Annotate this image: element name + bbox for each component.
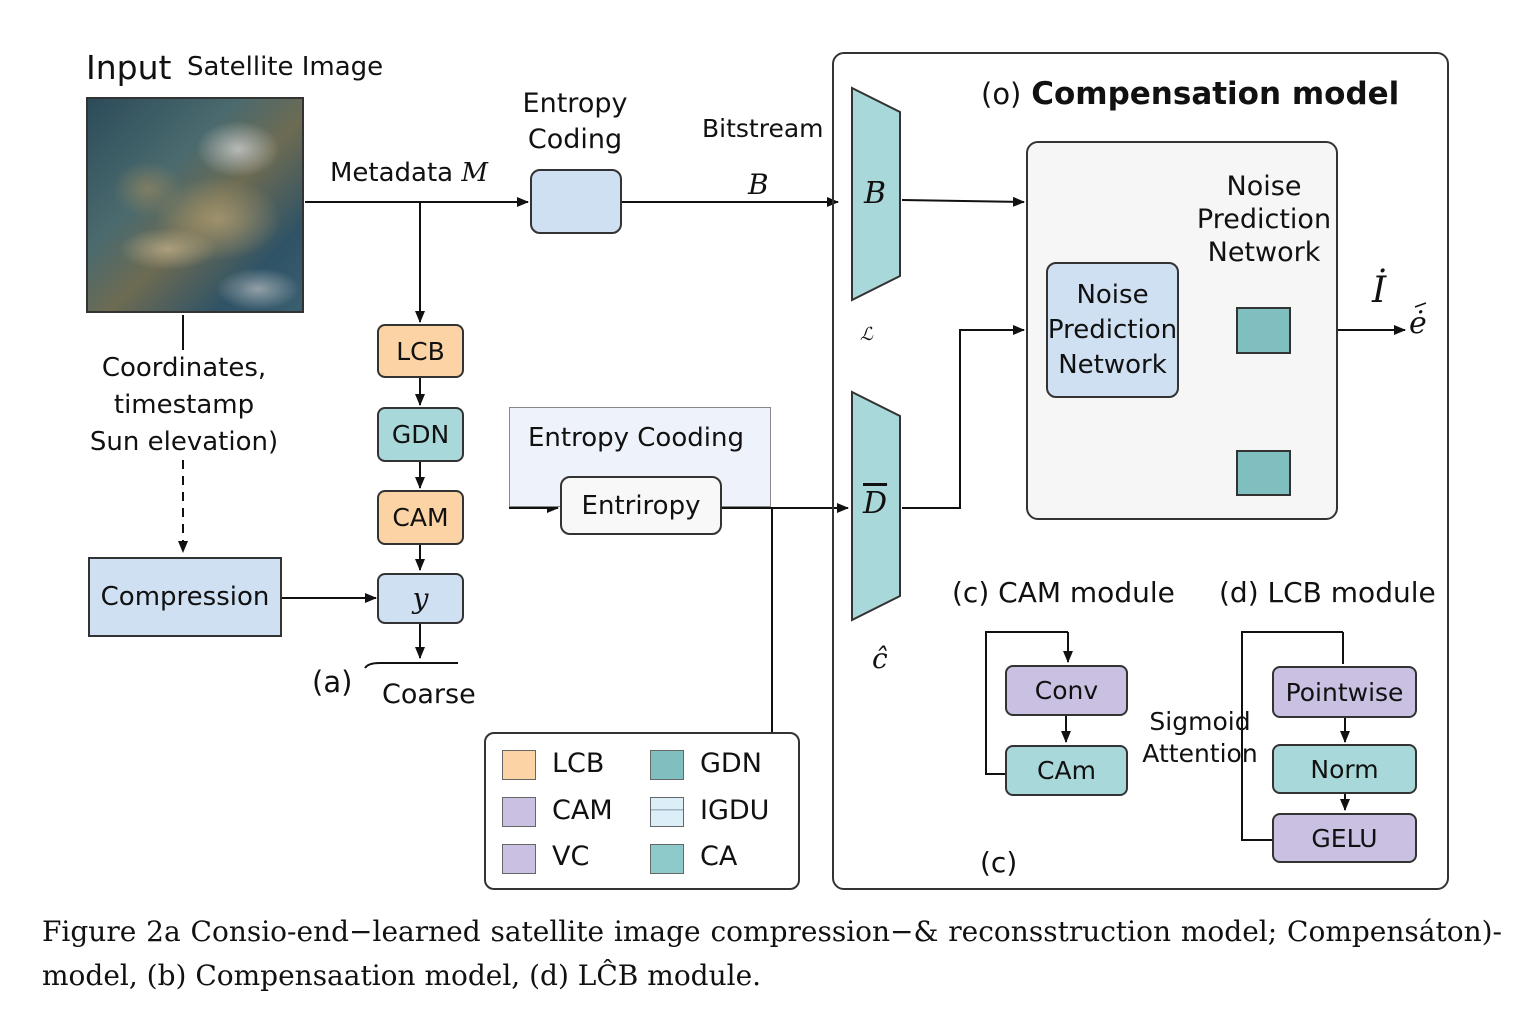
conv-box: Conv [1005, 665, 1128, 716]
npn-title: Noise Prediction Network [1196, 171, 1332, 268]
metadata-label: Metadata M [330, 158, 489, 188]
lcb-module-title: (d) LCB module [1219, 576, 1436, 609]
input-subtitle: Satellite Image [187, 52, 384, 82]
gelu-box: GELU [1272, 813, 1417, 863]
cam-module-title: (c) CAM module [952, 576, 1175, 609]
caption-line-1: Figure 2a Consio-end−learned satellite i… [42, 915, 1502, 948]
legend-swatch-lcb [502, 750, 536, 780]
legend-label-lcb: LCB [552, 748, 605, 779]
legend-swatch-cam [502, 797, 536, 827]
npn-box: Noise Prediction Network [1046, 262, 1179, 398]
entriropy-box: Entriropy [560, 476, 722, 535]
entropy-coding-box [530, 169, 622, 234]
legend-label-cam: CAM [552, 795, 613, 826]
cam-module-box: CAm [1005, 745, 1128, 796]
small-glyph: ℒ [860, 324, 873, 345]
compensation-panel [832, 52, 1449, 890]
norm-box: Norm [1272, 744, 1417, 794]
input-title: Input [86, 48, 172, 87]
decoder-d-symbol: D [863, 486, 888, 521]
output-symbol-2: ė [1409, 306, 1427, 341]
coords-label: Coordinates, timestamp Sun elevation) [89, 353, 279, 457]
caption-line-2: model, (b) Compensaation model, (d) LĈB … [42, 959, 762, 992]
pointwise-box: Pointwise [1272, 666, 1417, 718]
compensation-title: (o) Compensation model [981, 76, 1400, 112]
bitstream-symbol: B [748, 168, 769, 201]
lcb-box: LCB [377, 324, 464, 378]
legend-label-ca: CA [700, 841, 738, 872]
decoder-trapezoid-d [851, 390, 901, 622]
output-symbol: İ [1372, 270, 1387, 311]
legend-swatch-ca [650, 844, 684, 874]
metadata-symbol: M [461, 158, 489, 188]
entropy-coding-label: Entropy Coding [522, 88, 628, 155]
decoder-trapezoid-b [851, 86, 901, 302]
legend-swatch-gdn [650, 750, 684, 780]
panel-a-label: (a) [312, 665, 353, 699]
npn-square-top [1236, 307, 1291, 354]
legend-label-vc: VC [552, 841, 590, 872]
panel-c-bottom-label: (c) [980, 846, 1018, 879]
gdn-box: GDN [377, 407, 464, 462]
coarse-label: Coarse [382, 679, 476, 710]
decoder-b-symbol: B [864, 176, 887, 211]
entropy-cooding-label: Entropy Cooding [528, 423, 744, 453]
bitstream-label: Bitstream [702, 114, 824, 143]
compression-box: Compression [88, 557, 282, 637]
sigmoid-attention-label: Sigmoid Attention [1142, 707, 1258, 768]
satellite-image [86, 97, 304, 313]
c-hat-symbol: ĉ [872, 642, 888, 675]
npn-square-bottom [1236, 450, 1291, 496]
figure-caption: Figure 2a Consio-end−learned satellite i… [42, 910, 1502, 998]
legend-swatch-vc [502, 844, 536, 874]
cam-box: CAM [377, 490, 464, 545]
legend-swatch-igdu [650, 797, 684, 827]
y-box: y [377, 573, 464, 624]
legend [484, 732, 800, 890]
legend-label-gdn: GDN [700, 748, 762, 779]
legend-label-igdu: IGDU [700, 795, 770, 826]
